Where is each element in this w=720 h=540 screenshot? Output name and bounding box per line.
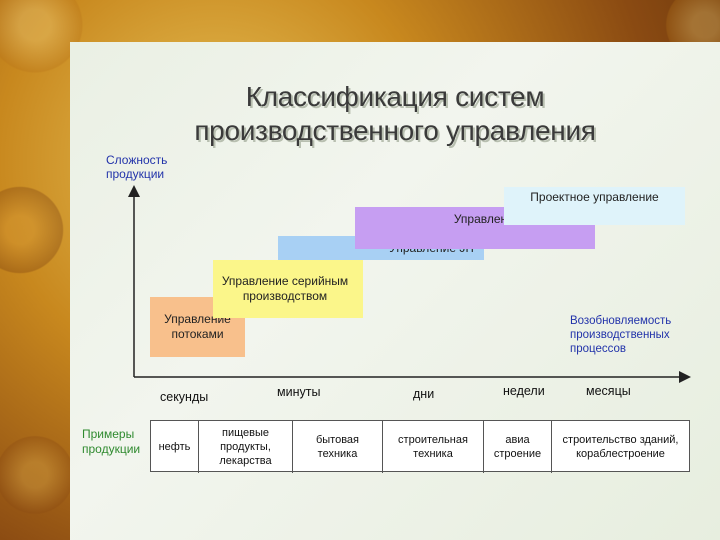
x-axis-label: Возобновляемость производственных процес… — [570, 315, 672, 355]
step-serial-production: Управление серийным производством — [213, 260, 363, 318]
title-line-1: Классификация систем — [245, 81, 545, 112]
scale-weeks: недели — [503, 384, 545, 398]
examples-table: нефть пищевые продукты, лекарства бытова… — [150, 420, 690, 473]
example-aircraft-building: авиа строение — [484, 421, 552, 473]
title-line-2: производственного управления — [194, 115, 596, 146]
y-axis-label: Сложность продукции — [106, 153, 168, 181]
chart-axes — [128, 185, 691, 383]
scale-minutes: минуты — [277, 385, 321, 399]
example-construction-machinery: строительная техника — [383, 421, 484, 473]
examples-label: Примеры продукции — [82, 427, 141, 456]
scale-days: дни — [413, 387, 435, 401]
slide: Классификация систем производственного у… — [70, 42, 720, 540]
slide-title: Классификация систем производственного у… — [70, 80, 720, 148]
example-food-medicine: пищевые продукты, лекарства — [199, 421, 293, 473]
example-building-shipbuilding: строительство зданий, кораблестроение — [562, 434, 679, 460]
scale-months: месяцы — [586, 384, 631, 398]
example-home-appliances: бытовая техника — [293, 421, 383, 473]
gear-decoration-bottom — [0, 430, 80, 520]
example-oil: нефть — [151, 421, 199, 473]
gear-decoration-left — [0, 180, 70, 280]
step-project-management: Проектное управление — [504, 187, 685, 225]
scale-seconds: секунды — [160, 390, 209, 404]
